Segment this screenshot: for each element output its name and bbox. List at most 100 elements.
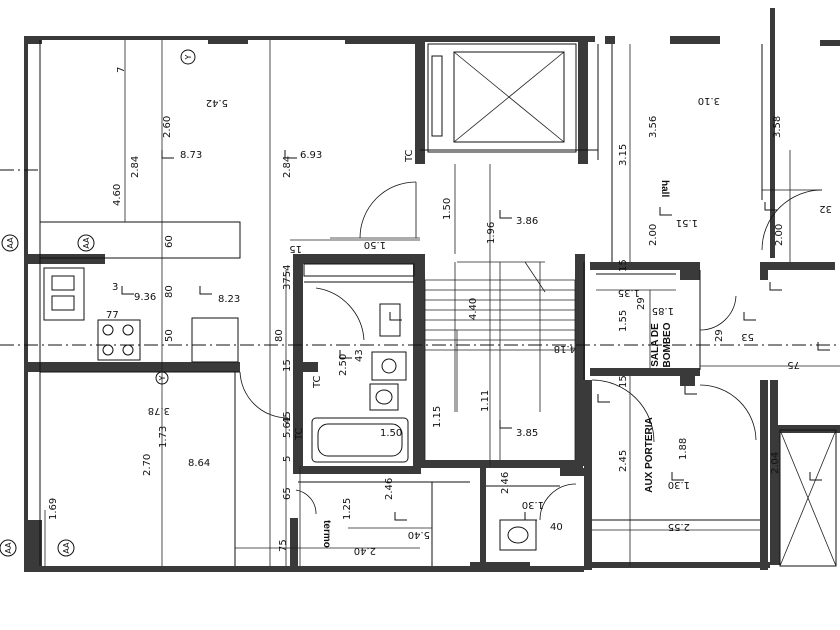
dim-label: 77 [106, 310, 119, 321]
axis-label-left: AA [6, 237, 15, 249]
dim-label: 80 [274, 329, 285, 342]
dim-label: 3754 [282, 265, 293, 290]
room-label-hall: hall [659, 180, 670, 197]
dim-label: 50 [164, 329, 175, 342]
dim-label: 40 [550, 522, 563, 533]
dim-label: 8.64 [188, 458, 210, 469]
door-swings [239, 181, 823, 521]
dim-label: 80 [164, 285, 175, 298]
level-marker [394, 512, 407, 521]
dim-label: 4.60 [112, 184, 123, 206]
dim-label: 1.30 [668, 479, 690, 490]
level-marker [659, 207, 672, 216]
dim-label: 1.88 [678, 438, 689, 460]
dim-label: 2.84 [282, 156, 293, 178]
dim-label: 1.11 [480, 390, 491, 412]
axis-bubbles: AA AA AA AA Y Y [0, 49, 196, 557]
dim-label: 5.40 [408, 529, 430, 540]
dim-label: 32 [819, 203, 832, 214]
dim-label: 1.85 [652, 305, 674, 316]
axis-label-mid: Y [158, 375, 167, 381]
level-marker [121, 286, 134, 295]
dim-label: 7 [116, 67, 127, 73]
dim-label: 1.51 [676, 217, 698, 228]
dim-label: 3.56 [648, 116, 659, 138]
dimension-labels: 5.42 4.60 2.60 2.84 2.84 8.73 6.93 7 60 … [48, 67, 832, 556]
axis-lines [0, 169, 840, 346]
level-marker [199, 286, 212, 295]
room-label-termo: termo [321, 520, 332, 548]
axis-bubble-left [1, 234, 19, 252]
level-marker [499, 420, 512, 429]
axis-bubble-bottom-2 [57, 539, 75, 557]
dim-label: 2.40 [354, 545, 376, 556]
dim-label: 1.30 [522, 499, 544, 510]
dim-label: 2.84 [130, 156, 141, 178]
dim-label: 3.10 [698, 95, 720, 106]
dim-label: 3.58 [772, 116, 783, 138]
dim-label: 65 [282, 487, 293, 500]
dim-label: 1.50 [442, 198, 453, 220]
dim-label: 60 [164, 235, 175, 248]
axis-bubble-left-2 [77, 234, 95, 252]
axis-bubble-top [180, 49, 196, 65]
dim-label: 1.15 [432, 406, 443, 428]
dim-label: 29 [636, 297, 647, 310]
dim-label: 9.36 [134, 292, 156, 303]
level-marker [809, 472, 822, 481]
dim-label: 6.93 [300, 150, 322, 161]
dim-label: 4.18 [554, 343, 576, 354]
dim-label: 8.23 [218, 294, 240, 305]
dim-label: 3.78 [148, 405, 170, 416]
dimension-lines [44, 40, 840, 566]
dim-label: 2.60 [162, 116, 173, 138]
level-markers [121, 150, 830, 521]
dim-label: 15 [618, 259, 629, 272]
dim-label: 3.86 [516, 216, 538, 227]
dim-label: 1.55 [618, 310, 629, 332]
axis-bubble-bottom [0, 539, 17, 557]
level-marker [524, 512, 537, 521]
walls [24, 8, 840, 572]
dim-label: 3.85 [516, 428, 538, 439]
kitchen-fixtures [39, 40, 241, 566]
level-marker [284, 150, 297, 159]
dim-label: 5.42 [206, 97, 228, 108]
axis-label-left-2: AA [82, 237, 91, 249]
dim-label: 2.46 [500, 472, 511, 494]
axis-label-bottom: AA [4, 542, 13, 554]
dim-label: 15 [289, 243, 302, 254]
dim-label: 1.96 [486, 222, 497, 244]
dim-label: 53 [741, 331, 754, 342]
axis-label-top: Y [184, 54, 193, 60]
dim-label: 2.00 [774, 224, 785, 246]
level-marker [389, 312, 402, 321]
dim-label: 3 [112, 282, 118, 293]
level-marker [597, 394, 610, 403]
dim-label: 15 [282, 359, 293, 372]
dim-label: 2.04 [770, 452, 781, 474]
level-marker [499, 210, 512, 219]
dim-label: 1.69 [48, 498, 59, 520]
dim-label: 1.73 [158, 426, 169, 448]
dim-label: TC [312, 375, 323, 389]
dim-label: 43 [354, 349, 365, 362]
axis-label-bottom-2: AA [62, 542, 71, 554]
level-marker [817, 342, 830, 351]
room-label-aux-porteria: AUX PORTERIA [644, 417, 655, 493]
dim-label: 8.73 [180, 150, 202, 161]
dim-label: 1.25 [342, 498, 353, 520]
dim-label: 29 [714, 329, 725, 342]
dim-label: 1.35 [618, 287, 640, 298]
dim-label: 1.50 [364, 239, 386, 250]
dim-label: 1.50 [380, 428, 402, 439]
bathroom-fixtures [303, 263, 537, 551]
dim-label: 2.50 [338, 354, 349, 376]
dim-label: 15 [618, 375, 629, 388]
staircase [424, 261, 576, 460]
level-marker [743, 312, 756, 321]
dim-label: 45 [282, 411, 293, 424]
level-marker [339, 350, 352, 359]
dim-label: 2.70 [142, 454, 153, 476]
